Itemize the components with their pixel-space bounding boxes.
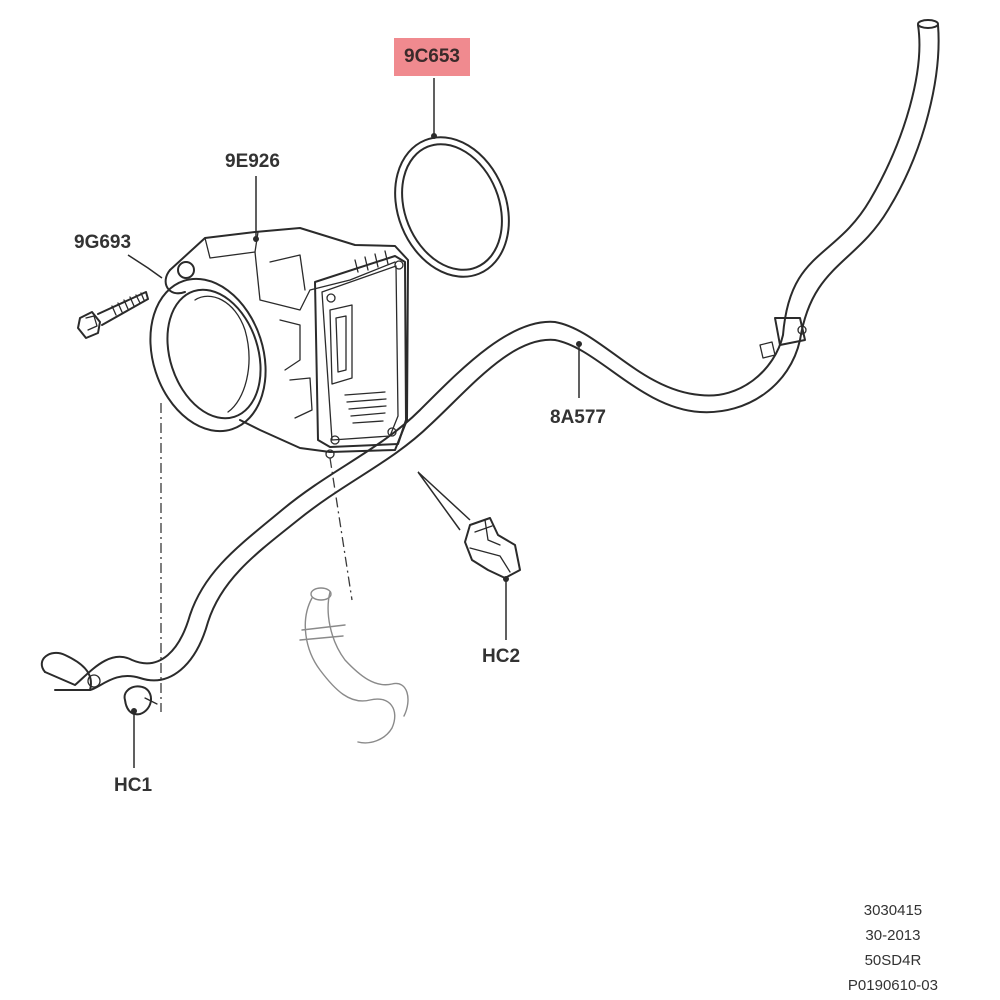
throttle-body bbox=[149, 227, 409, 459]
callout-clip-1[interactable]: HC1 bbox=[114, 775, 153, 796]
reference-codes: 3030415 30-2013 50SD4R P0190610-03 bbox=[848, 898, 938, 998]
reference-code-3: 50SD4R bbox=[864, 952, 922, 969]
callout-bolt[interactable]: 9G693 bbox=[74, 232, 132, 253]
alignment-lines bbox=[160, 403, 353, 712]
bolt bbox=[77, 291, 149, 339]
gasket-ring bbox=[394, 136, 510, 278]
reference-code-1: 3030415 bbox=[863, 902, 923, 919]
callout-throttle-body[interactable]: 9E926 bbox=[225, 151, 280, 172]
clip-hc1 bbox=[123, 685, 158, 716]
background-hose-ghost bbox=[299, 587, 409, 744]
reference-code-4: P0190610-03 bbox=[847, 977, 938, 994]
callout-clip-2[interactable]: HC2 bbox=[482, 646, 521, 667]
clip-hc2 bbox=[464, 517, 521, 579]
callout-gasket[interactable]: 9C653 bbox=[394, 38, 470, 76]
reference-code-2: 30-2013 bbox=[865, 927, 921, 944]
leader-lines bbox=[127, 78, 582, 768]
hose bbox=[40, 19, 940, 691]
callout-hose[interactable]: 8A577 bbox=[550, 407, 606, 428]
